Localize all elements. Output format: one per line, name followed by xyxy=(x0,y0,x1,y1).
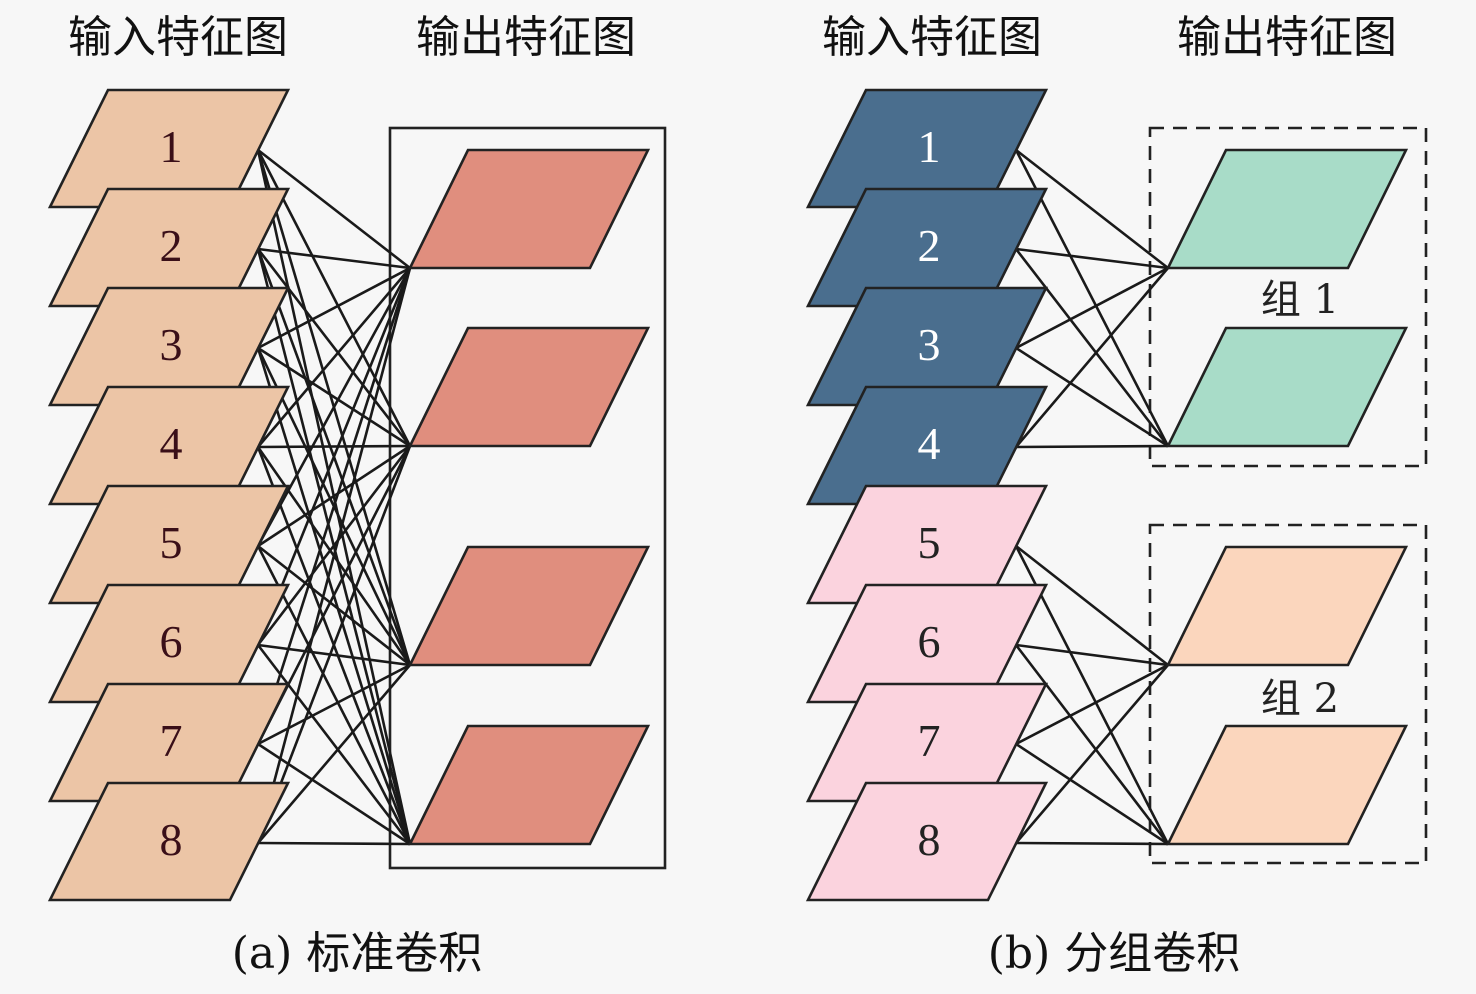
output-feature-map xyxy=(1165,148,1409,270)
connection-line xyxy=(256,644,412,845)
connection-line xyxy=(256,267,412,646)
connection-line xyxy=(257,841,411,846)
feature-map-label: 7 xyxy=(160,715,183,766)
output-feature-maps xyxy=(407,148,651,846)
input-feature-map: 3 xyxy=(47,286,291,407)
output-feature-map xyxy=(407,148,651,270)
connection-line xyxy=(1015,643,1169,667)
connection-line xyxy=(256,248,412,447)
feature-map-label: 6 xyxy=(160,616,183,667)
input-feature-map: 1 xyxy=(47,88,291,209)
connection-line xyxy=(257,664,411,844)
output-feature-maps xyxy=(1165,148,1409,846)
group-label: 组 2 xyxy=(1261,676,1339,722)
connection-lines xyxy=(256,148,412,846)
output-feature-map xyxy=(1165,724,1409,846)
connection-line xyxy=(257,643,411,667)
connection-line xyxy=(1014,644,1170,845)
input-feature-map: 2 xyxy=(805,187,1049,308)
connection-line xyxy=(257,266,411,350)
input-feature-map: 1 xyxy=(805,88,1049,209)
connection-line xyxy=(256,445,412,844)
connection-line xyxy=(1014,248,1170,447)
feature-map-label: 2 xyxy=(160,220,183,271)
input-feature-map: 5 xyxy=(805,484,1049,605)
group-frame-dashed xyxy=(1148,523,1428,865)
connection-line xyxy=(256,445,412,646)
feature-map-label: 6 xyxy=(918,616,941,667)
feature-map-label: 3 xyxy=(160,319,183,370)
input-feature-maps: 1 2 3 4 5 6 7 8 xyxy=(805,88,1049,902)
caption-standard-convolution: (a) 标准卷积 xyxy=(232,928,483,979)
connection-line xyxy=(257,663,411,746)
connection-line xyxy=(257,742,411,846)
output-feature-map xyxy=(407,724,651,846)
connection-line xyxy=(1015,266,1169,350)
panel-standard-convolution: 输入特征图 输出特征图 1 2 3 4 5 6 7 8 (a) 标准卷积 xyxy=(47,12,667,979)
output-feature-map xyxy=(1165,545,1409,667)
group-frames: 组 1 组 2 xyxy=(1148,126,1428,865)
connection-line xyxy=(1015,444,1169,449)
input-feature-map: 5 xyxy=(47,484,291,605)
connection-line xyxy=(1015,544,1169,667)
connection-line xyxy=(1015,742,1169,846)
group-label: 组 1 xyxy=(1261,277,1339,323)
output-feature-map-title: 输出特征图 xyxy=(416,12,636,63)
input-feature-map: 4 xyxy=(805,385,1049,506)
input-feature-map: 8 xyxy=(805,781,1049,902)
feature-map-label: 4 xyxy=(918,418,941,469)
output-feature-map-title: 输出特征图 xyxy=(1177,12,1397,63)
feature-map-label: 1 xyxy=(918,121,941,172)
output-feature-map xyxy=(407,545,651,667)
feature-map-label: 8 xyxy=(918,814,941,865)
output-feature-map xyxy=(1165,326,1409,448)
input-feature-map: 2 xyxy=(47,187,291,308)
input-feature-map: 4 xyxy=(47,385,291,506)
feature-map-label: 1 xyxy=(160,121,183,172)
connection-line xyxy=(257,148,411,270)
feature-map-label: 4 xyxy=(160,418,183,469)
connection-line xyxy=(257,267,411,448)
group-frame-dashed xyxy=(1148,126,1428,468)
input-feature-map: 6 xyxy=(47,583,291,704)
connection-line xyxy=(257,247,411,270)
feature-map-label: 5 xyxy=(918,517,941,568)
connection-line xyxy=(257,544,411,667)
input-feature-map: 8 xyxy=(47,781,291,902)
connection-line xyxy=(1015,148,1169,270)
output-feature-map xyxy=(407,326,651,448)
caption-group-convolution: (b) 分组卷积 xyxy=(988,928,1240,979)
connection-line xyxy=(1015,841,1169,846)
connection-line xyxy=(256,267,412,844)
connection-line xyxy=(257,346,411,448)
feature-map-shape xyxy=(47,781,291,902)
feature-map-label: 5 xyxy=(160,517,183,568)
panel-group-convolution: 输入特征图 输出特征图 组 1 组 2 1 2 3 4 5 6 7 8 (b) 分组卷积 xyxy=(805,12,1428,979)
feature-map-shape xyxy=(805,781,1049,902)
connection-line xyxy=(1015,346,1169,448)
connection-line xyxy=(257,444,411,548)
input-feature-map-title: 输入特征图 xyxy=(68,12,288,63)
connection-line xyxy=(1015,663,1169,746)
feature-map-label: 3 xyxy=(918,319,941,370)
input-feature-map-title: 输入特征图 xyxy=(822,12,1042,63)
input-feature-maps: 1 2 3 4 5 6 7 8 xyxy=(47,88,291,902)
connection-line xyxy=(1015,247,1169,270)
input-feature-map: 7 xyxy=(47,682,291,803)
connection-line xyxy=(1015,664,1169,844)
connection-line xyxy=(257,444,411,449)
feature-map-label: 2 xyxy=(918,220,941,271)
connection-line xyxy=(256,267,412,547)
feature-map-label: 7 xyxy=(918,715,941,766)
connection-line xyxy=(1015,267,1169,448)
connection-line xyxy=(256,267,412,745)
feature-map-label: 8 xyxy=(160,814,183,865)
